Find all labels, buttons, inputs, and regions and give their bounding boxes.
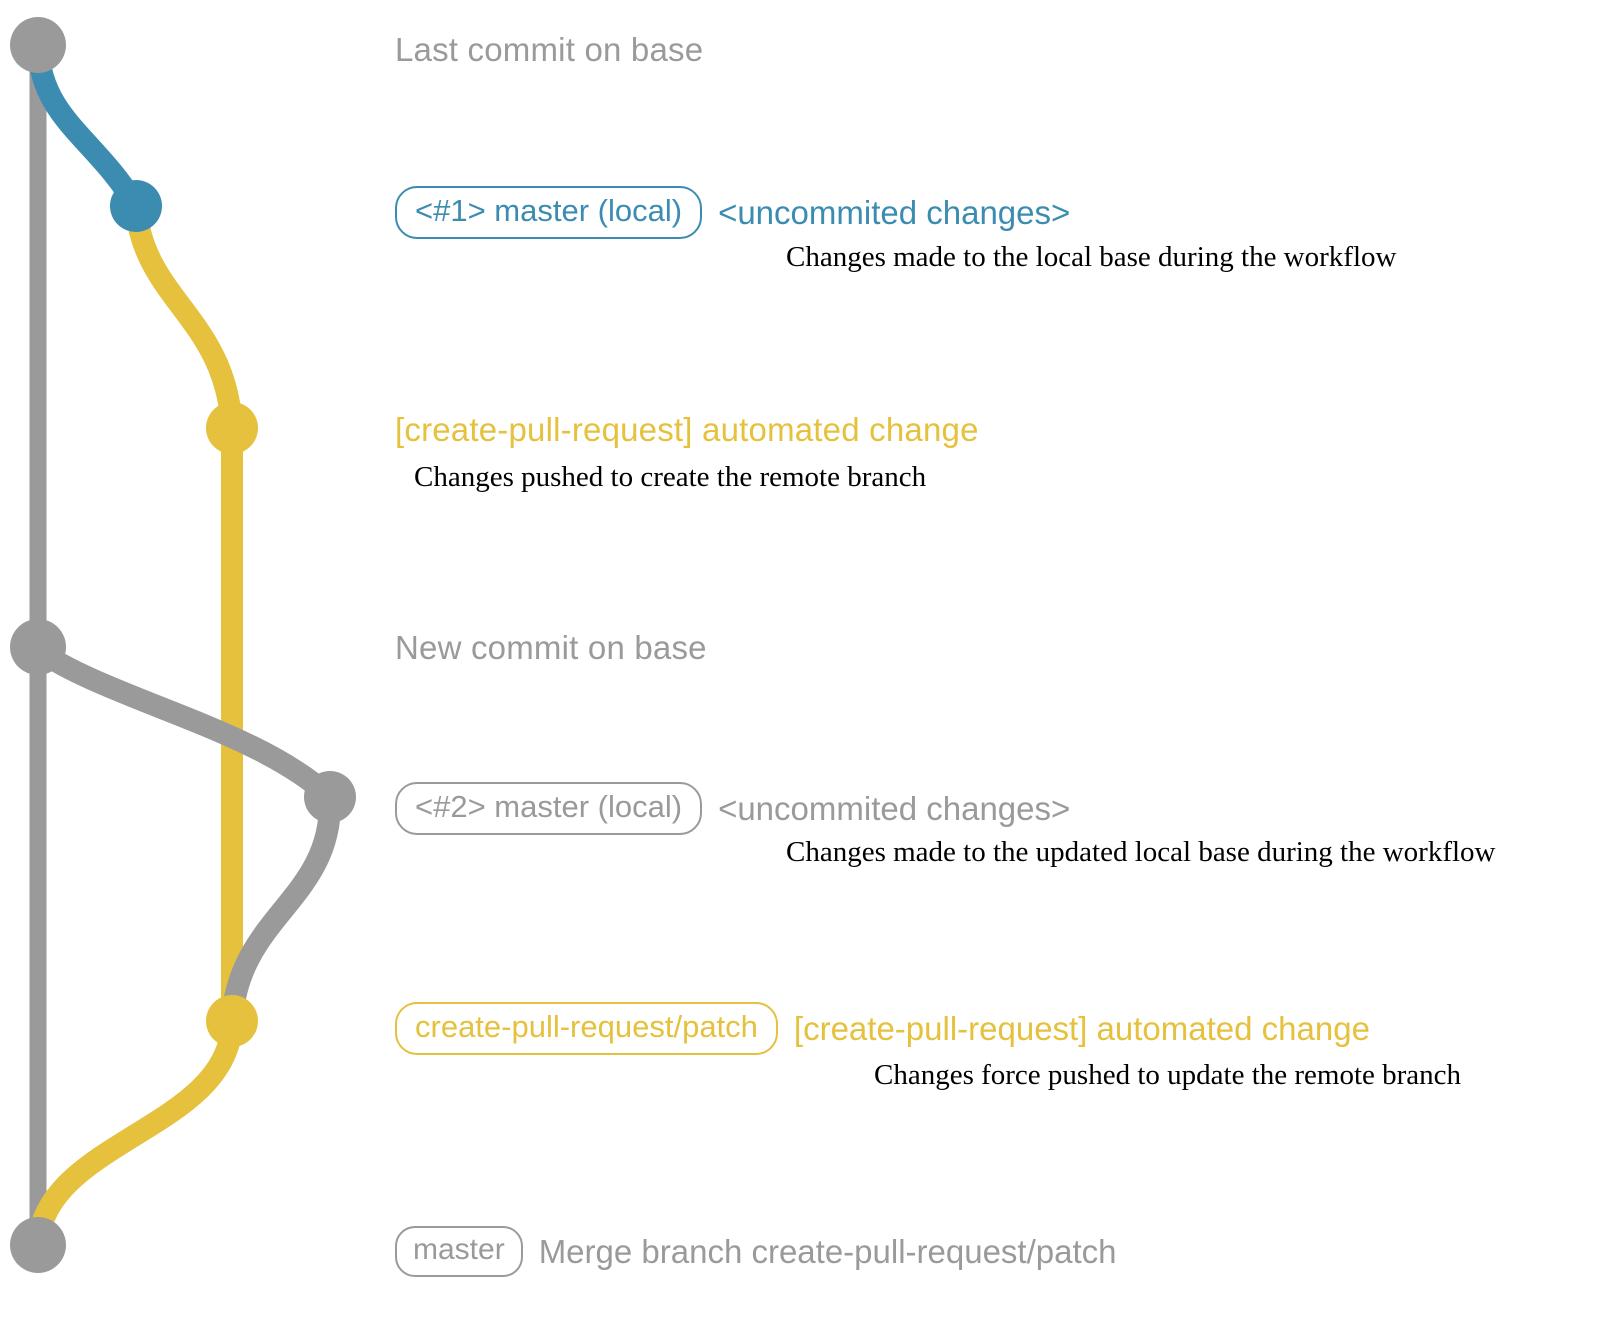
headline-new-commit-on-base: New commit on base <box>395 629 707 666</box>
row-new-commit-on-base: New commit on base <box>395 628 707 668</box>
headline-automated-change-1: [create-pull-request] automated change <box>395 411 979 448</box>
commit-node-new-commit-on-base[interactable] <box>10 619 66 675</box>
edge-patch-to-master-merge <box>27 1012 243 1256</box>
commit-message-master-local-2: <uncommited changes> <box>718 789 1071 827</box>
commit-node-master-local-2[interactable] <box>304 771 356 823</box>
pill-row-master-local-1: <#1> master (local) <uncommited changes> <box>395 186 1070 239</box>
commit-node-automated-change-1[interactable] <box>206 402 258 454</box>
pill-row-patch-branch: create-pull-request/patch [create-pull-r… <box>395 1002 1370 1055</box>
git-graph <box>10 17 356 1273</box>
subtext-patch-branch: Changes force pushed to update the remot… <box>874 1059 1462 1091</box>
pill-row-merge-master: master Merge branch create-pull-request/… <box>395 1226 1117 1277</box>
commit-message-patch-branch: [create-pull-request] automated change <box>793 1009 1370 1047</box>
row-merge-master: master Merge branch create-pull-request/… <box>395 1226 1117 1277</box>
branch-pill-master[interactable]: master <box>395 1226 523 1277</box>
row-master-local-1: <#1> master (local) <uncommited changes> <box>395 186 1070 239</box>
edge-local1-to-patch1 <box>125 197 243 439</box>
commit-node-merge-master[interactable] <box>10 1217 66 1273</box>
edge-local2-to-patch2 <box>221 789 342 1032</box>
row-last-commit-on-base: Last commit on base <box>395 30 703 70</box>
commit-node-last-commit-on-base[interactable] <box>10 17 66 73</box>
commit-message-merge-master: Merge branch create-pull-request/patch <box>538 1232 1117 1270</box>
edge-base-to-local1 <box>27 37 147 217</box>
branch-pill-master-local-2[interactable]: <#2> master (local) <box>395 782 703 835</box>
commit-node-master-local-1[interactable] <box>110 180 162 232</box>
branch-pill-create-pull-request-patch[interactable]: create-pull-request/patch <box>395 1002 778 1055</box>
commit-node-patch-branch[interactable] <box>206 995 258 1047</box>
commit-message-master-local-1: <uncommited changes> <box>718 193 1071 231</box>
branch-pill-master-local-1[interactable]: <#1> master (local) <box>395 186 703 239</box>
row-automated-change-1: [create-pull-request] automated change <box>395 410 979 450</box>
row-patch-branch: create-pull-request/patch [create-pull-r… <box>395 1002 1370 1055</box>
subtext-master-local-1: Changes made to the local base during th… <box>786 241 1397 273</box>
row-master-local-2: <#2> master (local) <uncommited changes> <box>395 782 1070 835</box>
subtext-automated-change-1: Changes pushed to create the remote bran… <box>414 461 927 493</box>
pill-row-master-local-2: <#2> master (local) <uncommited changes> <box>395 782 1070 835</box>
subtext-master-local-2: Changes made to the updated local base d… <box>786 836 1496 868</box>
headline-last-commit-on-base: Last commit on base <box>395 31 704 68</box>
edge-base2-to-local2 <box>27 639 341 808</box>
